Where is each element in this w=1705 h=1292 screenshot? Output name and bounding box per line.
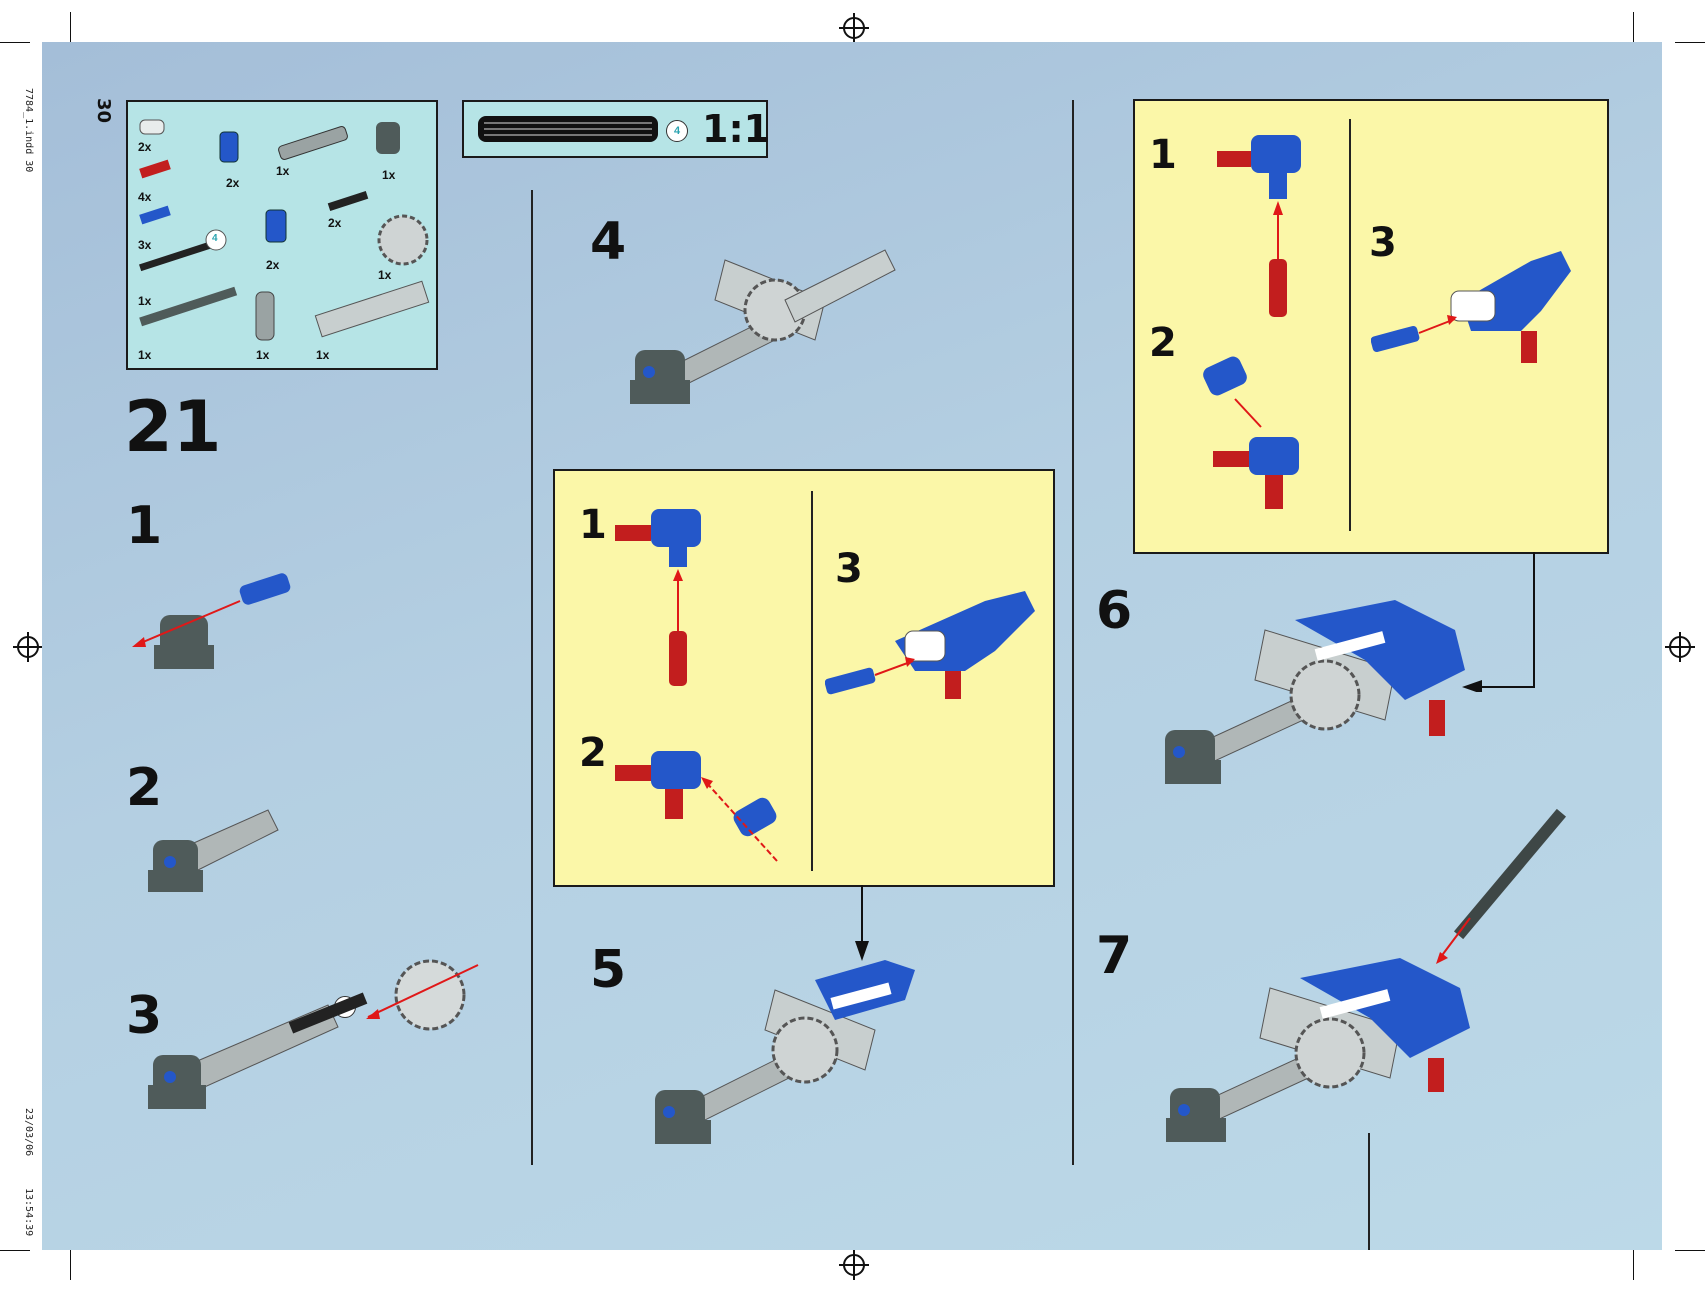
substep-number: 3 (835, 546, 863, 592)
part-quantity: 2x (138, 140, 152, 154)
substep-drawing (615, 509, 778, 862)
step-3-drawing (148, 959, 479, 1109)
crop-mark (1675, 1250, 1705, 1251)
registration-mark-icon (839, 13, 869, 43)
crop-mark (1675, 42, 1705, 43)
subassembly-callout: 1 2 3 (553, 469, 1055, 887)
slug-time: 13:54:39 (23, 1188, 34, 1237)
substep-number: 3 (1369, 220, 1397, 266)
step-1-drawing (132, 573, 291, 669)
step-5-drawing (655, 960, 915, 1144)
axle-length-badge: 4 (212, 233, 218, 244)
part-quantity: 4x (138, 190, 152, 204)
subassembly-callout: 1 2 3 (1133, 99, 1609, 554)
column-divider (1072, 100, 1074, 1165)
part-quantity: 2x (226, 176, 240, 190)
substep-number: 1 (579, 502, 607, 548)
substep-number: 1 (1149, 132, 1177, 178)
part-quantity: 2x (328, 216, 342, 230)
column-divider (531, 190, 533, 1165)
step-number: 2 (126, 758, 163, 818)
registration-mark-icon (839, 1250, 869, 1280)
crop-mark (1633, 1250, 1634, 1280)
part-quantity: 1x (316, 348, 330, 362)
part-quantity: 2x (266, 258, 280, 272)
crop-mark (0, 42, 30, 43)
page-number: 30 (93, 98, 114, 124)
parts-inventory-drawing (139, 119, 430, 341)
step-6-drawing (1165, 600, 1465, 784)
step-number: 5 (590, 940, 627, 1000)
part-quantity: 1x (276, 164, 290, 178)
crop-mark (70, 1250, 71, 1280)
axle-length-badge: 4 (666, 120, 688, 142)
callout-divider (1349, 119, 1351, 531)
part-quantity: 1x (138, 348, 152, 362)
part-quantity: 1x (382, 168, 396, 182)
scale-reference: 4 1:1 (462, 100, 771, 158)
substep-drawing (1203, 135, 1301, 509)
step-number: 3 (126, 986, 163, 1046)
step-4-drawing (630, 249, 896, 404)
callout-arrow (1462, 552, 1535, 692)
registration-mark-icon (13, 632, 43, 662)
registration-mark-icon (1665, 632, 1695, 662)
step-number: 6 (1096, 581, 1133, 641)
part-quantity: 3x (138, 238, 152, 252)
substep-drawing (825, 591, 1035, 699)
callout-arrow (855, 885, 869, 961)
slug-date: 23/03/06 (23, 1108, 34, 1157)
crop-mark (70, 12, 71, 42)
crop-mark (0, 1250, 30, 1251)
step-number: 7 (1096, 926, 1133, 986)
callout-divider (811, 491, 813, 871)
step-connector-line (1368, 1133, 1370, 1250)
scale-label: 1:1 (702, 107, 771, 151)
step-number: 1 (126, 496, 163, 556)
step-2-drawing (148, 809, 279, 892)
part-quantity: 1x (138, 294, 152, 308)
substep-drawing (1371, 251, 1571, 363)
substep-number: 2 (579, 730, 607, 776)
slug-filename: 7784_1.indd 30 (23, 88, 34, 173)
substep-number: 2 (1149, 320, 1177, 366)
step-7-drawing (1166, 808, 1567, 1142)
main-step-number: 21 (124, 386, 222, 468)
step-number: 4 (590, 212, 627, 272)
crop-mark (1633, 12, 1634, 42)
axle-scale-icon (478, 116, 658, 142)
part-quantity: 1x (378, 268, 392, 282)
part-quantity: 1x (256, 348, 270, 362)
parts-inventory: 2x 2x 1x 1x 4x 2x 3x 2x 1x 1x 1x 1x 1x 4 (126, 100, 438, 370)
